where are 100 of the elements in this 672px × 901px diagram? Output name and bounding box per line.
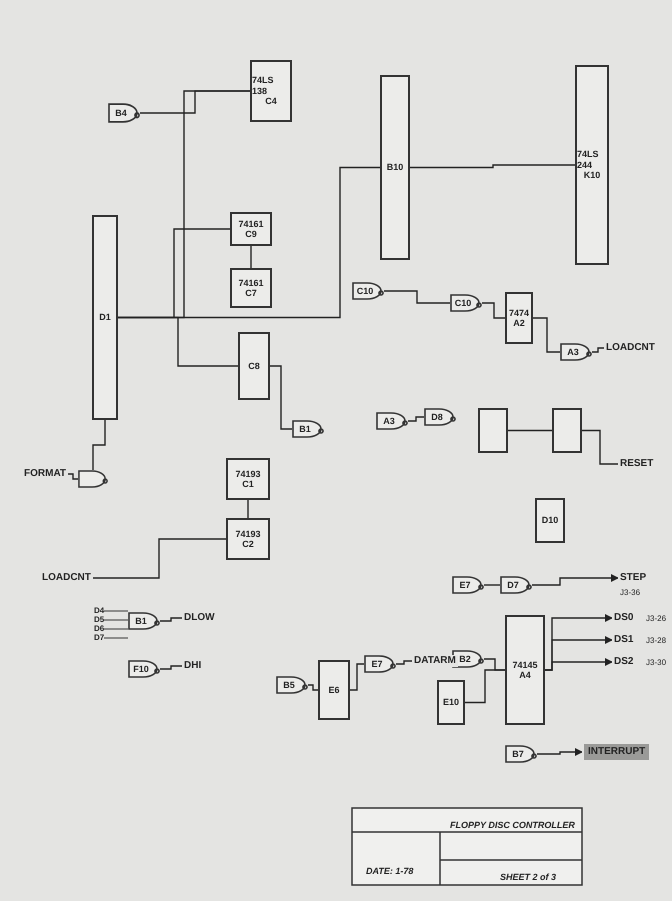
ic-chip — [535, 498, 565, 543]
wire — [160, 617, 182, 622]
chip-designator: A2 — [513, 318, 525, 328]
signal-name: DLOW — [184, 612, 215, 624]
wire — [396, 660, 412, 665]
part-number: 74193 — [235, 528, 261, 539]
signal-name: DHI — [184, 660, 202, 672]
ic-chip — [230, 212, 272, 246]
ic-chip — [437, 680, 465, 725]
gate-designator: E7 — [371, 659, 382, 669]
wire — [308, 684, 318, 691]
gate-designator: B1 — [299, 424, 311, 434]
chip-designator: A4 — [519, 670, 531, 680]
part-number: 7474 — [508, 308, 530, 318]
connector-pin-label: J3-28 — [646, 636, 666, 645]
signal-name: DS1 — [614, 634, 634, 646]
wire — [484, 584, 500, 586]
input-signal-label: D6 — [94, 624, 104, 633]
connector-pin-label: J3-30 — [646, 658, 666, 667]
part-number: 74145 — [512, 660, 538, 670]
chip-designator: K10 — [584, 170, 600, 181]
chip-designator: D10 — [542, 515, 558, 526]
gate-designator: B5 — [283, 680, 295, 690]
ic-chip — [92, 215, 118, 420]
signal-name: LOADCNT — [606, 342, 655, 354]
signal-name: STEP — [620, 572, 646, 584]
part-number: 74LS 138 — [252, 75, 275, 96]
chip-designator: D1 — [99, 312, 111, 323]
wire — [582, 430, 618, 465]
signal-name: FORMAT — [24, 468, 66, 480]
part-number: 74LS 244 — [577, 149, 600, 170]
signal-name: INTERRUPT — [584, 744, 650, 760]
wire — [247, 500, 249, 518]
wire — [270, 365, 292, 430]
chip-designator: C7 — [245, 288, 257, 298]
chip-designator: E10 — [442, 697, 459, 708]
gate-designator: C10 — [356, 286, 374, 296]
ic-chip — [505, 615, 545, 725]
chip-designator: C1 — [242, 479, 254, 490]
signal-arrow — [532, 574, 619, 586]
signal-arrow — [537, 748, 583, 756]
chip-designator: C8 — [248, 360, 260, 372]
ic-chip — [226, 458, 270, 500]
wire — [250, 246, 252, 268]
part-number: 74193 — [235, 468, 261, 479]
part-number: 74161 — [238, 218, 264, 229]
wire — [410, 164, 575, 168]
title-block-text: FLOPPY DISC CONTROLLER — [450, 820, 575, 830]
ic-chip — [380, 75, 410, 260]
input-signal-label: D5 — [94, 615, 104, 624]
gate-designator: B4 — [115, 108, 127, 118]
wire — [533, 317, 560, 353]
chip-designator: C4 — [265, 96, 277, 107]
ic-chip — [226, 518, 270, 560]
gate-designator: F10 — [133, 664, 149, 674]
wire — [160, 665, 182, 670]
wire — [68, 473, 78, 480]
connector-pin-label: J3-26 — [646, 614, 666, 623]
wire — [118, 316, 238, 367]
wire — [92, 538, 226, 579]
ic-chip — [230, 268, 272, 308]
gate-designator: A3 — [567, 347, 579, 357]
wire — [592, 347, 604, 353]
gate-designator: E7 — [459, 580, 470, 590]
title-block-text: DATE: 1-78 — [366, 866, 414, 876]
wire — [408, 416, 424, 422]
wire — [465, 669, 505, 704]
chip-designator: C9 — [245, 229, 257, 240]
gate-designator: C10 — [454, 298, 472, 308]
gate-designator: B2 — [459, 654, 471, 664]
chip-designator: B10 — [386, 162, 404, 173]
ic-chip — [478, 408, 508, 453]
signal-arrow — [545, 658, 613, 671]
ic-chip — [575, 65, 609, 265]
input-signal-label: D7 — [94, 633, 104, 642]
part-number: 74161 — [238, 278, 264, 288]
title-block-text: SHEET 2 of 3 — [500, 872, 556, 882]
gate-designator: D7 — [507, 580, 519, 590]
signal-name: LOADCNT — [42, 572, 91, 584]
ic-chip — [505, 292, 533, 344]
wire — [92, 420, 106, 470]
gate-designator: B7 — [512, 749, 524, 759]
gate-designator: A3 — [383, 416, 395, 426]
ic-chip — [552, 408, 582, 453]
wire — [384, 290, 450, 304]
signal-name: DS0 — [614, 612, 634, 624]
gate-designator: D8 — [431, 412, 443, 422]
ic-chip — [250, 60, 292, 122]
signal-name: DATARM — [414, 655, 456, 667]
signal-name: RESET — [620, 458, 654, 470]
ic-chip — [238, 332, 270, 400]
gate-designator: B1 — [135, 616, 147, 626]
chip-designator: E6 — [328, 684, 340, 696]
wire — [482, 302, 505, 319]
signal-name: DS2 — [614, 656, 634, 668]
input-signal-label: D4 — [94, 606, 104, 615]
connector-pin-label: J3-36 — [620, 588, 640, 597]
chip-designator: C2 — [242, 539, 254, 550]
wire — [508, 430, 552, 432]
ic-chip — [318, 660, 350, 720]
